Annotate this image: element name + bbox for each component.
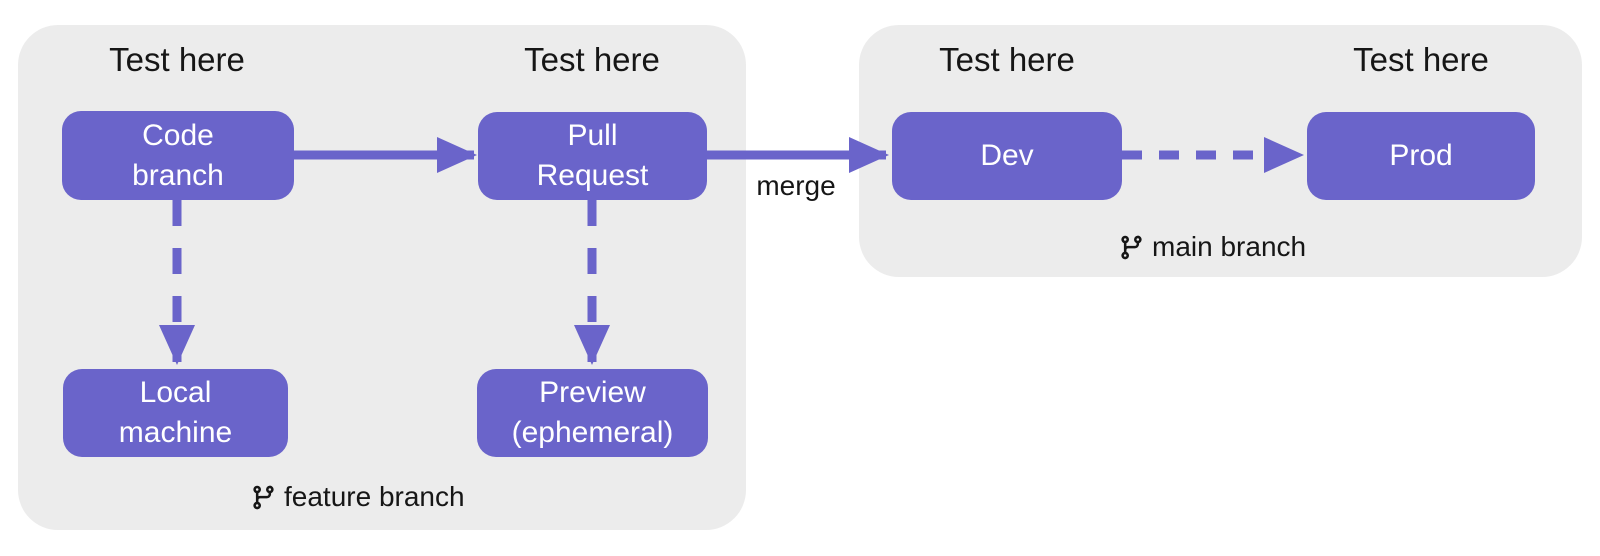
test-here-label-prod: Test here [1353, 41, 1489, 78]
node-dev: Dev [892, 112, 1122, 200]
feature-branch-caption-text: feature branch [284, 481, 465, 512]
main-branch-caption: main branch [1118, 231, 1306, 263]
test-here-label-code-branch: Test here [109, 41, 245, 78]
git-branch-icon [253, 485, 274, 509]
node-code-branch: Code branch [62, 111, 294, 200]
test-here-label-dev: Test here [939, 41, 1075, 78]
git-branch-icon [1121, 235, 1142, 259]
node-pull-request: Pull Request [478, 112, 707, 200]
feature-branch-caption: feature branch [250, 481, 465, 513]
main-branch-caption-text: main branch [1152, 231, 1307, 262]
merge-edge-label: merge [756, 170, 836, 201]
node-preview: Preview (ephemeral) [477, 369, 708, 457]
test-here-label-pull-request: Test here [524, 41, 660, 78]
node-prod: Prod [1307, 112, 1535, 200]
node-local-machine: Local machine [63, 369, 288, 457]
